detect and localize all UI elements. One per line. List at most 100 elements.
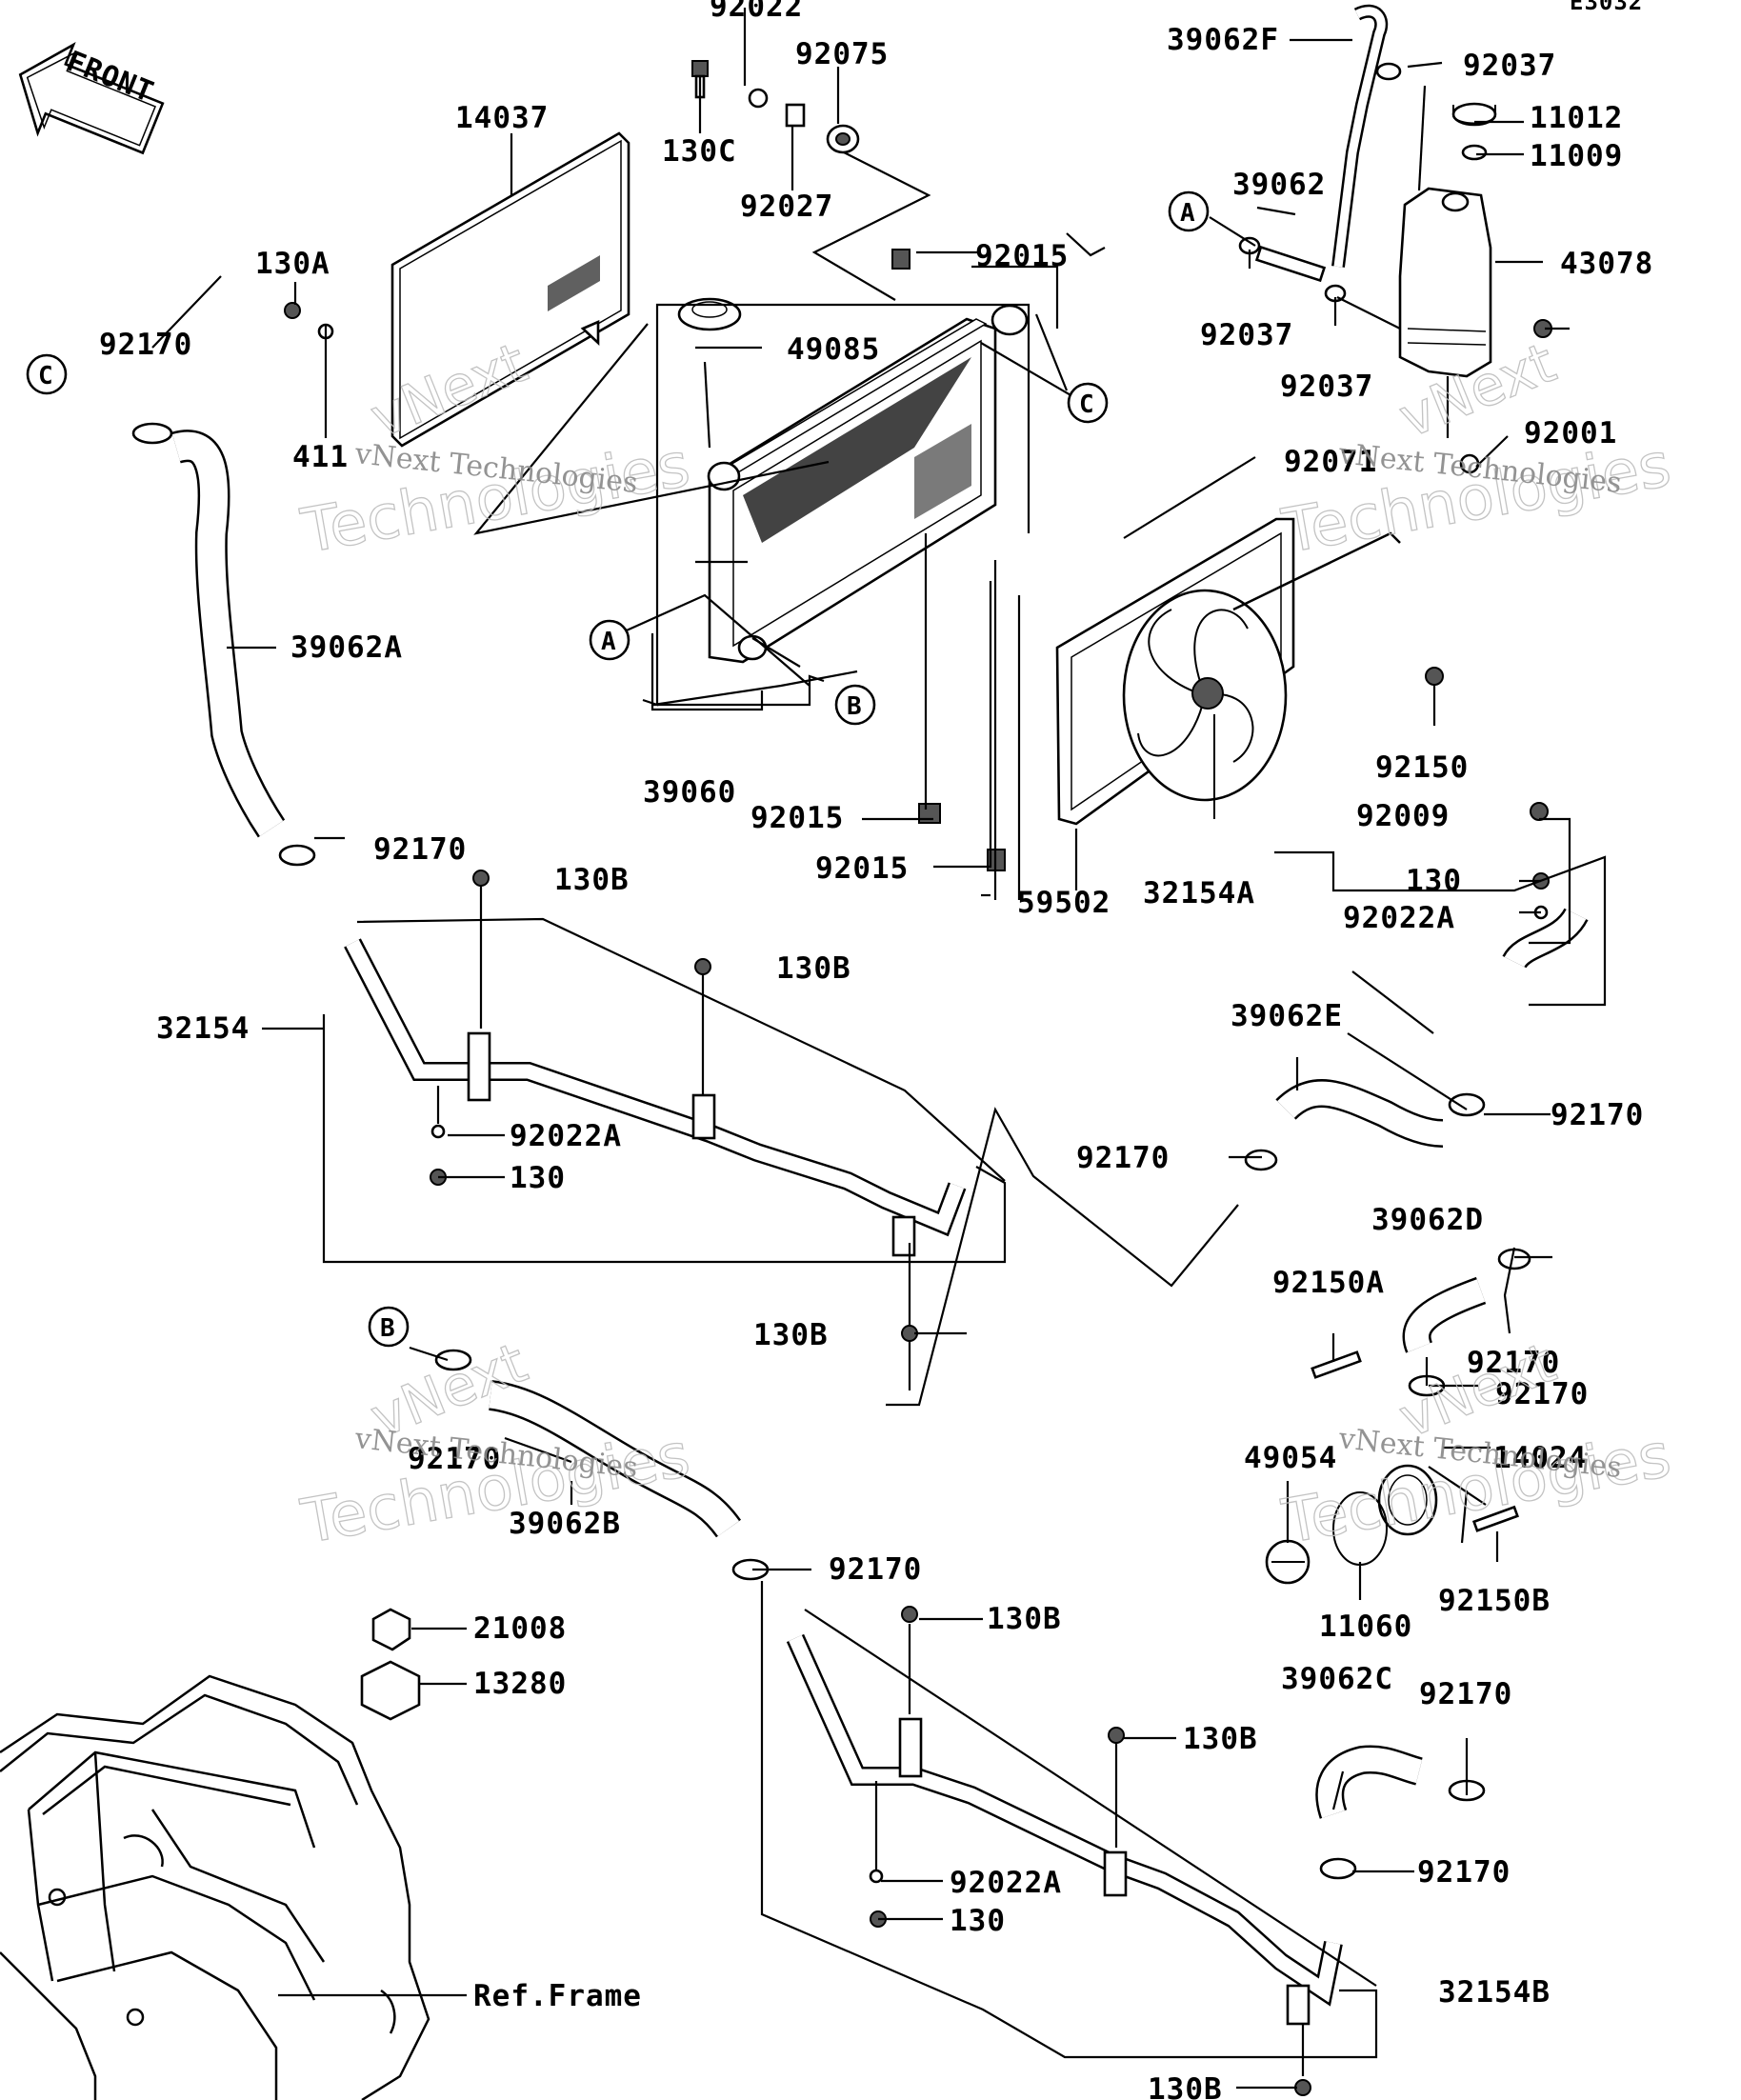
part-label: 130B	[753, 1318, 829, 1352]
washer-icon	[430, 1124, 446, 1139]
part-label: 92170	[408, 1442, 501, 1476]
bolt-icon	[1425, 667, 1444, 686]
clamp-icon	[1375, 62, 1402, 81]
hose-39062B	[488, 1380, 742, 1538]
part-label: 92150	[1375, 750, 1469, 785]
part-label: 49085	[787, 332, 880, 367]
frame	[0, 1674, 430, 2100]
part-label: 92022A	[950, 1866, 1062, 1900]
part-label: 130B	[1148, 2072, 1223, 2100]
bolt-icon	[1108, 1727, 1125, 1744]
part-label: 43078	[1560, 247, 1653, 281]
part-label: 92170	[1467, 1346, 1560, 1380]
part-label: 130B	[987, 1602, 1062, 1636]
part-label: 49054	[1244, 1441, 1337, 1475]
svg-text:C: C	[1079, 390, 1095, 419]
part-label: 411	[292, 440, 349, 474]
part-label: 92001	[1524, 416, 1617, 450]
washer-icon	[748, 88, 769, 109]
part-label: 39062D	[1371, 1203, 1484, 1237]
part-label: 130B	[1183, 1722, 1258, 1756]
part-label: 92170	[99, 328, 192, 362]
part-label: 59502	[1017, 886, 1111, 920]
clamp-icon	[278, 844, 316, 867]
part-label: 92170	[1551, 1098, 1644, 1132]
bolt-icon	[284, 302, 301, 319]
part-label: 130	[510, 1161, 566, 1195]
radiator	[707, 304, 1029, 664]
part-label: 11060	[1319, 1610, 1412, 1644]
part-label: 92015	[750, 801, 844, 835]
pipe-32154	[344, 938, 967, 1257]
circle-ref-c-right: C	[1067, 382, 1109, 424]
circle-ref-b-bottom: B	[368, 1306, 410, 1348]
part-label: 92015	[815, 851, 909, 886]
fan-assembly	[1055, 517, 1401, 826]
part-label: 32154B	[1438, 1975, 1551, 2010]
part-label: 92170	[1076, 1141, 1170, 1175]
part-label: 130B	[776, 951, 851, 986]
part-label: 11012	[1530, 101, 1623, 135]
part-label: 39062F	[1167, 23, 1279, 57]
svg-text:A: A	[601, 628, 617, 656]
part-label: 92150A	[1272, 1266, 1385, 1300]
grommet-icon	[826, 124, 860, 154]
pipe-32154B	[786, 1633, 1343, 2026]
collar-icon	[785, 103, 806, 128]
part-label: 39062C	[1281, 1662, 1393, 1696]
overflow-hose	[1331, 4, 1389, 268]
part-label: 21008	[473, 1611, 567, 1646]
part-label: 92022A	[1343, 901, 1455, 935]
part-label: 130B	[554, 863, 630, 897]
circle-ref-b-top: B	[834, 684, 876, 726]
washer-icon	[869, 1869, 884, 1884]
part-label: 39062A	[290, 630, 403, 665]
part-label: 92170	[1417, 1855, 1511, 1890]
part-label: 130	[1406, 864, 1462, 898]
part-label: 39062B	[509, 1507, 621, 1541]
clamp-icon	[131, 422, 173, 445]
part-label: 92170	[829, 1552, 922, 1587]
bracket-parts	[360, 1608, 421, 1721]
bolt-icon	[1471, 1505, 1519, 1532]
part-label: 130A	[255, 247, 330, 281]
clip-icon	[891, 249, 911, 270]
circle-ref-c-left: C	[26, 353, 68, 395]
bolt-icon	[901, 1606, 918, 1623]
part-label: 92027	[740, 190, 833, 224]
hose-39062C	[1315, 1745, 1424, 1819]
part-label: 32154A	[1143, 876, 1255, 910]
bolt-icon	[694, 958, 711, 975]
svg-text:A: A	[1180, 199, 1196, 228]
hose-icon	[1254, 245, 1327, 283]
circle-ref-a-right: A	[589, 619, 630, 661]
hose-39062D	[1402, 1276, 1487, 1353]
diagram-code: E3032	[1570, 0, 1643, 15]
part-label: 92170	[1495, 1377, 1589, 1411]
watermark: vNext Technologies vNext Technologies	[295, 1330, 695, 1559]
bolt-icon	[1530, 802, 1549, 821]
part-label: 92075	[795, 37, 889, 71]
part-label: 32154	[156, 1011, 250, 1046]
part-label: 13280	[473, 1667, 567, 1701]
clamp-icon	[1244, 1149, 1278, 1171]
part-label: 92009	[1356, 799, 1450, 833]
part-label: 92022	[710, 0, 803, 24]
front-arrow-icon	[18, 42, 165, 155]
hose-39062A	[171, 430, 286, 838]
hose-39062E	[1275, 1079, 1444, 1148]
part-label: 14037	[455, 101, 549, 135]
svg-text:B: B	[380, 1314, 396, 1343]
leader-lines	[151, 8, 1607, 2090]
fastener-icons	[131, 60, 1552, 2096]
part-label: 11009	[1530, 139, 1623, 173]
part-label: 92015	[975, 239, 1069, 273]
part-label: 130	[950, 1904, 1006, 1938]
svg-text:B: B	[847, 692, 863, 721]
part-label: 92170	[373, 832, 467, 867]
thermostat-housing	[1265, 1464, 1438, 1585]
bolt-icon	[472, 870, 490, 887]
bolt-icon	[1311, 1350, 1362, 1379]
part-label: 39062	[1232, 168, 1326, 202]
